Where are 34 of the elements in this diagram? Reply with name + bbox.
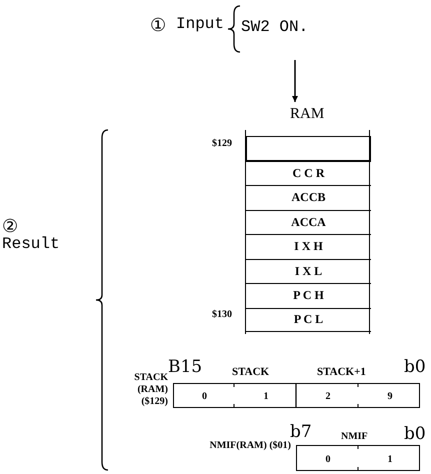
register-box: [173, 383, 420, 408]
memory-cell: P C H: [246, 283, 371, 308]
bit-value: 0: [297, 446, 359, 472]
address-label: $129: [212, 138, 232, 149]
memory-cell: I X L: [246, 258, 371, 283]
empty-memory-cell: [246, 136, 371, 160]
step-number: ①: [150, 16, 166, 37]
step-number: ②: [2, 217, 18, 238]
bit-value: 9: [359, 384, 421, 409]
field-label: STACK: [232, 366, 270, 378]
bit-value: 1: [359, 446, 421, 472]
memory-heading: RAM: [290, 106, 324, 123]
memory-cell: I X H: [246, 234, 371, 258]
register-label: STACK (RAM) ($129): [133, 372, 168, 408]
memory-cell: P C L: [246, 308, 371, 332]
bit-label: b0: [404, 424, 426, 444]
input-label: Input: [176, 15, 224, 33]
arrow: [292, 60, 298, 102]
bit-label: b7: [290, 422, 312, 442]
bit-label: B15: [168, 357, 202, 377]
memory-cell: ACCB: [246, 185, 371, 210]
register-label: NMIF(RAM) ($01): [208, 440, 291, 452]
input-text: SW2 ON.: [241, 14, 341, 40]
register-box: [296, 445, 420, 471]
field-label: STACK+1: [317, 366, 366, 378]
address-label: $130: [212, 309, 232, 320]
memory-cell: C C R: [246, 160, 371, 185]
bit-label: b0: [404, 357, 426, 377]
result-label: Result: [2, 235, 60, 253]
bit-value: 0: [174, 384, 235, 409]
bit-value: 1: [235, 384, 297, 409]
memory-cell: ACCA: [246, 210, 371, 234]
field-label: NMIF: [341, 431, 368, 442]
bit-value: 2: [297, 384, 359, 409]
